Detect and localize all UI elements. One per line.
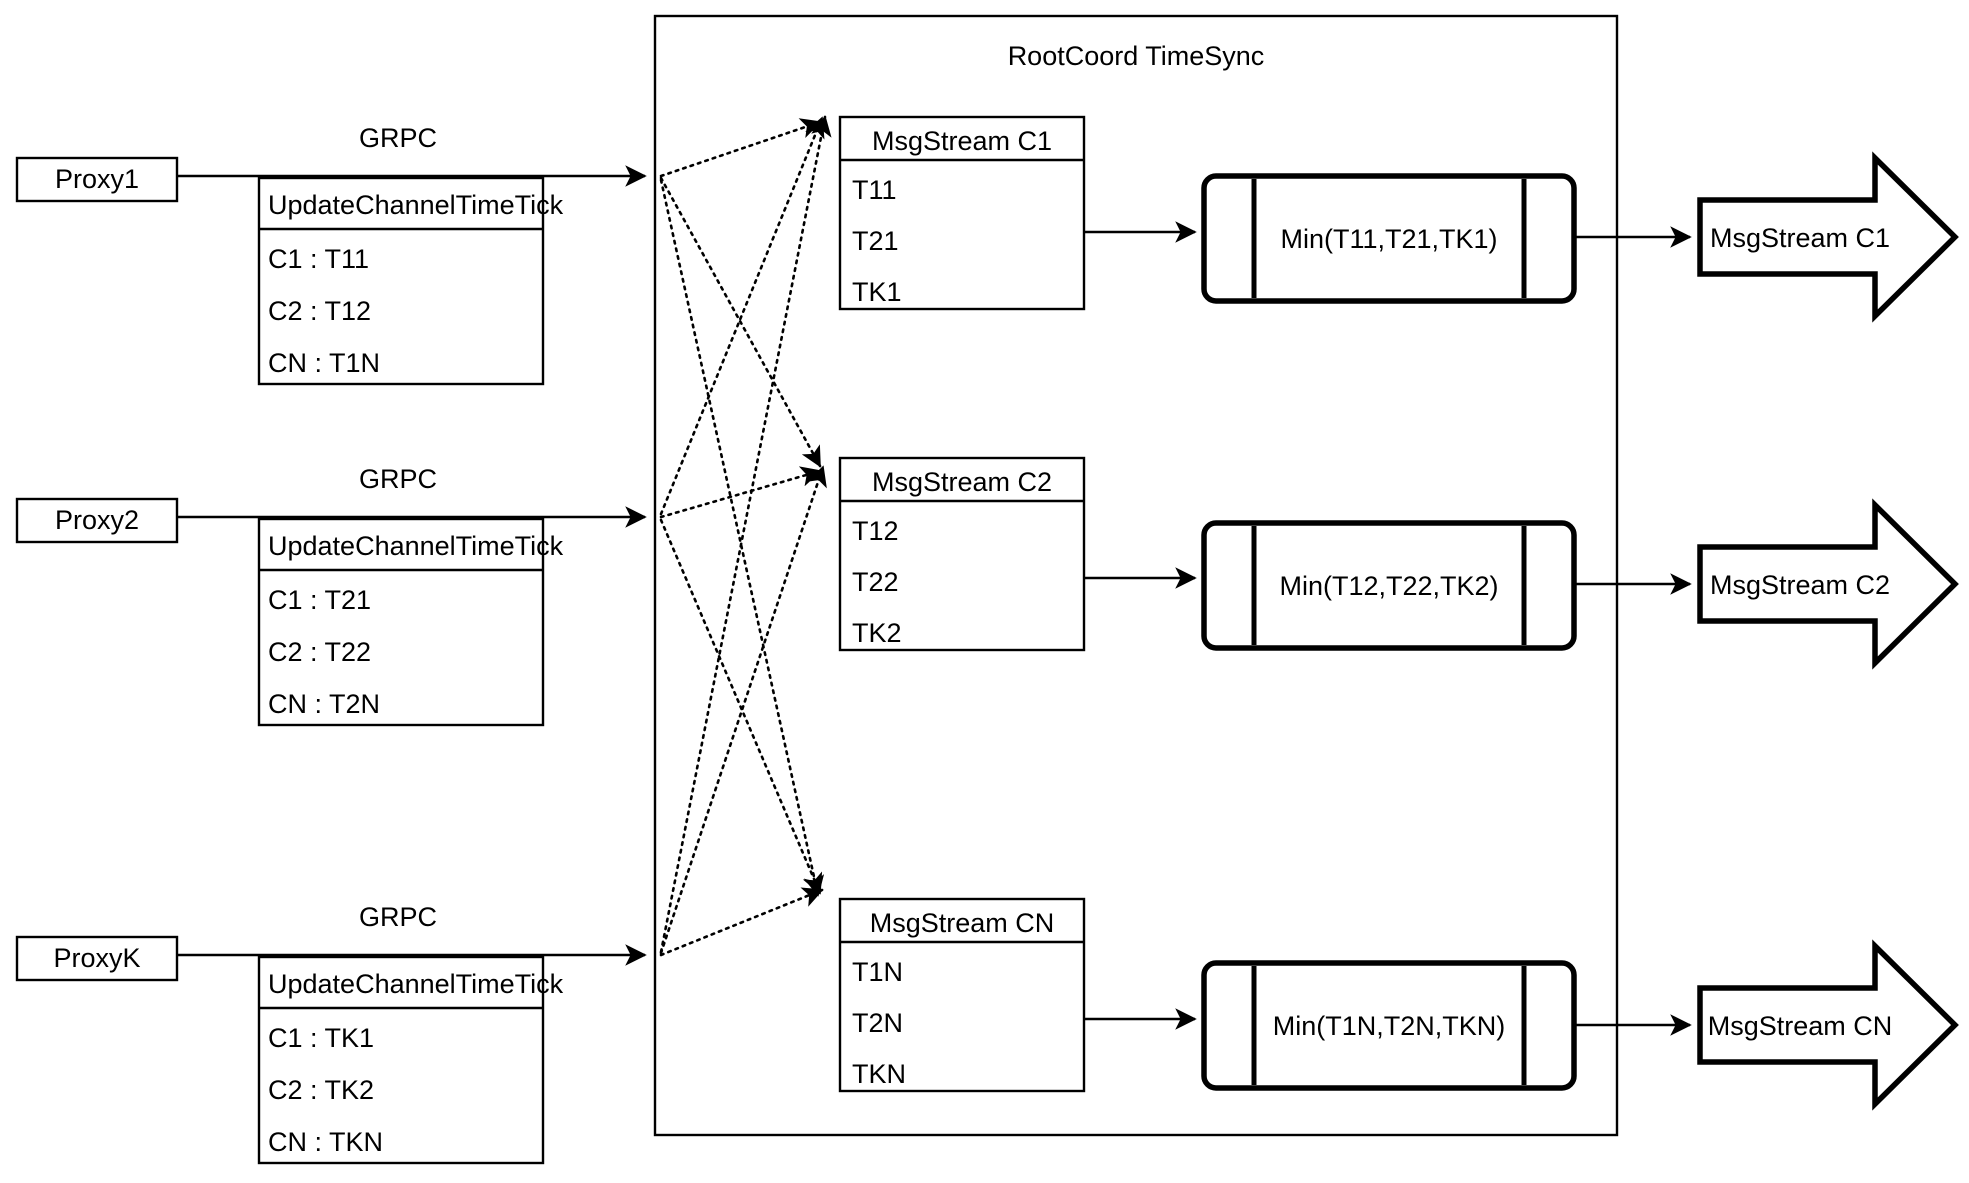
grpc-label-1: GRPC xyxy=(359,123,437,153)
container-title: RootCoord TimeSync xyxy=(1008,41,1265,71)
output-block-arrow-2: MsgStream C2 xyxy=(1697,498,1959,670)
msgstream-row-2-0: T12 xyxy=(852,516,899,546)
output-label-1: MsgStream C1 xyxy=(1710,223,1890,253)
msgstream-header-1: MsgStream C1 xyxy=(872,126,1052,156)
proxy-label-3: ProxyK xyxy=(53,943,140,973)
msgstream-row-3-1: T2N xyxy=(852,1008,903,1038)
card-row-3-1: C2 : TK2 xyxy=(268,1075,374,1105)
min-process-box-3: Min(T1N,T2N,TKN) xyxy=(1201,960,1577,1091)
card-row-3-0: C1 : TK1 xyxy=(268,1023,374,1053)
grpc-label-2: GRPC xyxy=(359,464,437,494)
card-row-3-2: CN : TKN xyxy=(268,1127,383,1157)
proxy-label-2: Proxy2 xyxy=(55,505,139,535)
msgstream-header-3: MsgStream CN xyxy=(870,908,1055,938)
proxy-group-2: Proxy2 GRPC UpdateChannelTimeTick C1 : T… xyxy=(15,464,647,727)
proxy-node-1[interactable] xyxy=(15,156,179,203)
output-label-2: MsgStream C2 xyxy=(1710,570,1890,600)
fanout-dotted-links xyxy=(659,115,832,957)
proxy-group-1: Proxy1 GRPC UpdateChannelTimeTick C1 : T… xyxy=(15,123,647,386)
msgstream-row-1-2: TK1 xyxy=(852,277,902,307)
min-label-3: Min(T1N,T2N,TKN) xyxy=(1273,1011,1506,1041)
update-channel-timetick-card-3: UpdateChannelTimeTick C1 : TK1 C2 : TK2 … xyxy=(257,955,564,1165)
msgstream-row-2-1: T22 xyxy=(852,567,899,597)
card-row-2-0: C1 : T21 xyxy=(268,585,371,615)
card-header-2: UpdateChannelTimeTick xyxy=(268,531,564,561)
card-row-1-0: C1 : T11 xyxy=(268,244,369,274)
channel-group-1: MsgStream C1 T11 T21 TK1 Min(T11,T21,TK1… xyxy=(838,115,1959,323)
dotted-link-p1-cn xyxy=(659,178,825,897)
output-label-3: MsgStream CN xyxy=(1708,1011,1893,1041)
dotted-link-p1-c2 xyxy=(659,176,822,468)
dotted-link-p1-c1 xyxy=(659,118,822,178)
msgstream-header-2: MsgStream C2 xyxy=(872,467,1052,497)
msgstream-row-2-2: TK2 xyxy=(852,618,902,648)
grpc-label-3: GRPC xyxy=(359,902,437,932)
min-process-box-1: Min(T11,T21,TK1) xyxy=(1201,173,1577,304)
min-label-2: Min(T12,T22,TK2) xyxy=(1279,571,1498,601)
msgstream-box-3: MsgStream CN T1N T2N TKN xyxy=(838,897,1086,1093)
output-block-arrow-3: MsgStream CN xyxy=(1697,939,1959,1111)
msgstream-box-2: MsgStream C2 T12 T22 TK2 xyxy=(838,456,1086,652)
proxy-group-3: ProxyK GRPC UpdateChannelTimeTick C1 : T… xyxy=(15,902,647,1165)
msgstream-row-1-0: T11 xyxy=(852,175,897,205)
msgstream-row-3-0: T1N xyxy=(852,957,903,987)
update-channel-timetick-card-2: UpdateChannelTimeTick C1 : T21 C2 : T22 … xyxy=(257,517,564,727)
min-label-1: Min(T11,T21,TK1) xyxy=(1280,224,1497,254)
min-process-box-2: Min(T12,T22,TK2) xyxy=(1201,520,1577,651)
output-block-arrow-1: MsgStream C1 xyxy=(1697,151,1959,323)
dotted-link-p2-c1 xyxy=(659,116,825,516)
card-header-3: UpdateChannelTimeTick xyxy=(268,969,564,999)
card-row-1-2: CN : T1N xyxy=(268,348,380,378)
dotted-link-p3-c2 xyxy=(659,465,827,955)
dotted-link-p3-c1 xyxy=(659,115,832,954)
channel-group-2: MsgStream C2 T12 T22 TK2 Min(T12,T22,TK2… xyxy=(838,456,1959,670)
msgstream-row-1-1: T21 xyxy=(852,226,899,256)
proxy-label-1: Proxy1 xyxy=(55,164,139,194)
card-row-2-1: C2 : T22 xyxy=(268,637,371,667)
card-row-1-1: C2 : T12 xyxy=(268,296,371,326)
proxy-node-2[interactable] xyxy=(15,497,179,544)
msgstream-row-3-2: TKN xyxy=(852,1059,906,1089)
msgstream-box-1: MsgStream C1 T11 T21 TK1 xyxy=(838,115,1086,311)
card-row-2-2: CN : T2N xyxy=(268,689,380,719)
proxy-node-3[interactable] xyxy=(15,935,179,982)
channel-group-3: MsgStream CN T1N T2N TKN Min(T1N,T2N,TKN… xyxy=(838,897,1959,1111)
dotted-link-p2-cn xyxy=(659,518,823,895)
card-header-1: UpdateChannelTimeTick xyxy=(268,190,564,220)
dotted-link-p3-cn xyxy=(659,887,824,957)
update-channel-timetick-card-1: UpdateChannelTimeTick C1 : T11 C2 : T12 … xyxy=(257,176,564,386)
